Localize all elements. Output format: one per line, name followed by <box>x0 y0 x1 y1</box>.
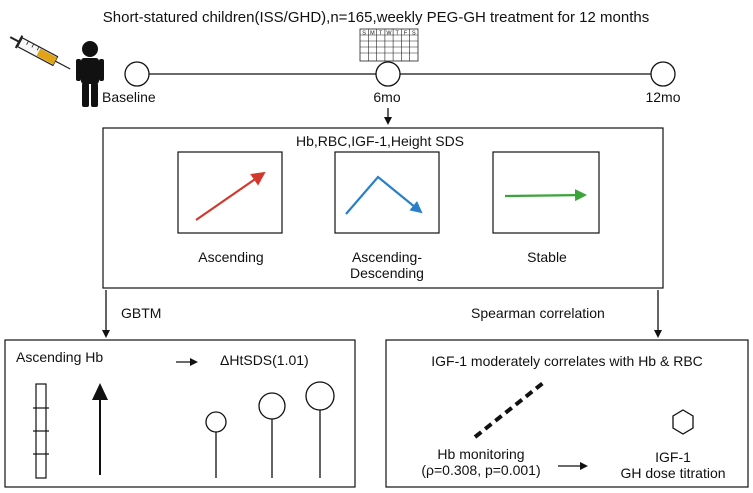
hexagon-icon <box>672 409 694 435</box>
child-figure-icon <box>76 41 104 107</box>
hb-monitoring-stats: (ρ=0.308, p=0.001) <box>421 462 540 478</box>
growth-pins-icon <box>205 381 335 478</box>
calendar-day: T <box>396 30 400 36</box>
correlation-title: IGF-1 moderately correlates with Hb & RB… <box>431 353 703 369</box>
timeline-label-baseline: Baseline <box>102 89 156 105</box>
calendar-day: F <box>404 30 408 36</box>
correlation-dashed-line <box>473 381 545 439</box>
syringe-icon <box>9 35 71 70</box>
pattern-ascending-descending-box <box>334 151 440 234</box>
timeline-label-6mo: 6mo <box>373 89 400 105</box>
igf1-label: IGF-1 <box>655 449 691 465</box>
calendar-day: T <box>379 30 383 36</box>
method-spearman-label: Spearman correlation <box>471 305 605 321</box>
pattern-ascending-descending-label-1: Ascending- <box>352 249 422 265</box>
pattern-stable-box <box>492 151 600 234</box>
height-ruler-icon <box>33 383 49 479</box>
pattern-ascending-box <box>177 151 283 234</box>
calendar-day: W <box>386 30 392 36</box>
stable-arrow <box>504 189 587 202</box>
calendar-day: M <box>370 30 375 36</box>
pattern-ascending-descending-label-2: Descending <box>350 265 424 281</box>
method-gbtm-label: GBTM <box>121 305 161 321</box>
gh-dose-titration-label: GH dose titration <box>620 465 725 481</box>
pattern-stable-label: Stable <box>527 249 567 265</box>
up-arrow-icon <box>92 383 108 475</box>
timeline-label-12mo: 12mo <box>645 89 680 105</box>
calendar-day: S <box>412 30 416 36</box>
ascending-descending-arrow <box>345 175 423 215</box>
calendar-icon: S M T W T F S <box>359 28 419 62</box>
page-title: Short-statured children(ISS/GHD),n=165,w… <box>103 9 649 26</box>
timeline-point-baseline <box>124 61 150 87</box>
timeline-point-12mo <box>650 61 676 87</box>
ascending-hb-label: Ascending Hb <box>16 349 103 365</box>
calendar-day: S <box>362 30 366 36</box>
gbtm-result-panel <box>4 339 356 488</box>
pattern-ascending-label: Ascending <box>198 249 263 265</box>
timeline-point-6mo <box>375 61 401 87</box>
ascending-arrow <box>195 171 266 221</box>
trajectory-panel-title: Hb,RBC,IGF-1,Height SDS <box>296 133 464 149</box>
hb-monitoring-label: Hb monitoring <box>437 446 524 462</box>
delta-htsds-label: ΔHtSDS(1.01) <box>220 352 309 368</box>
